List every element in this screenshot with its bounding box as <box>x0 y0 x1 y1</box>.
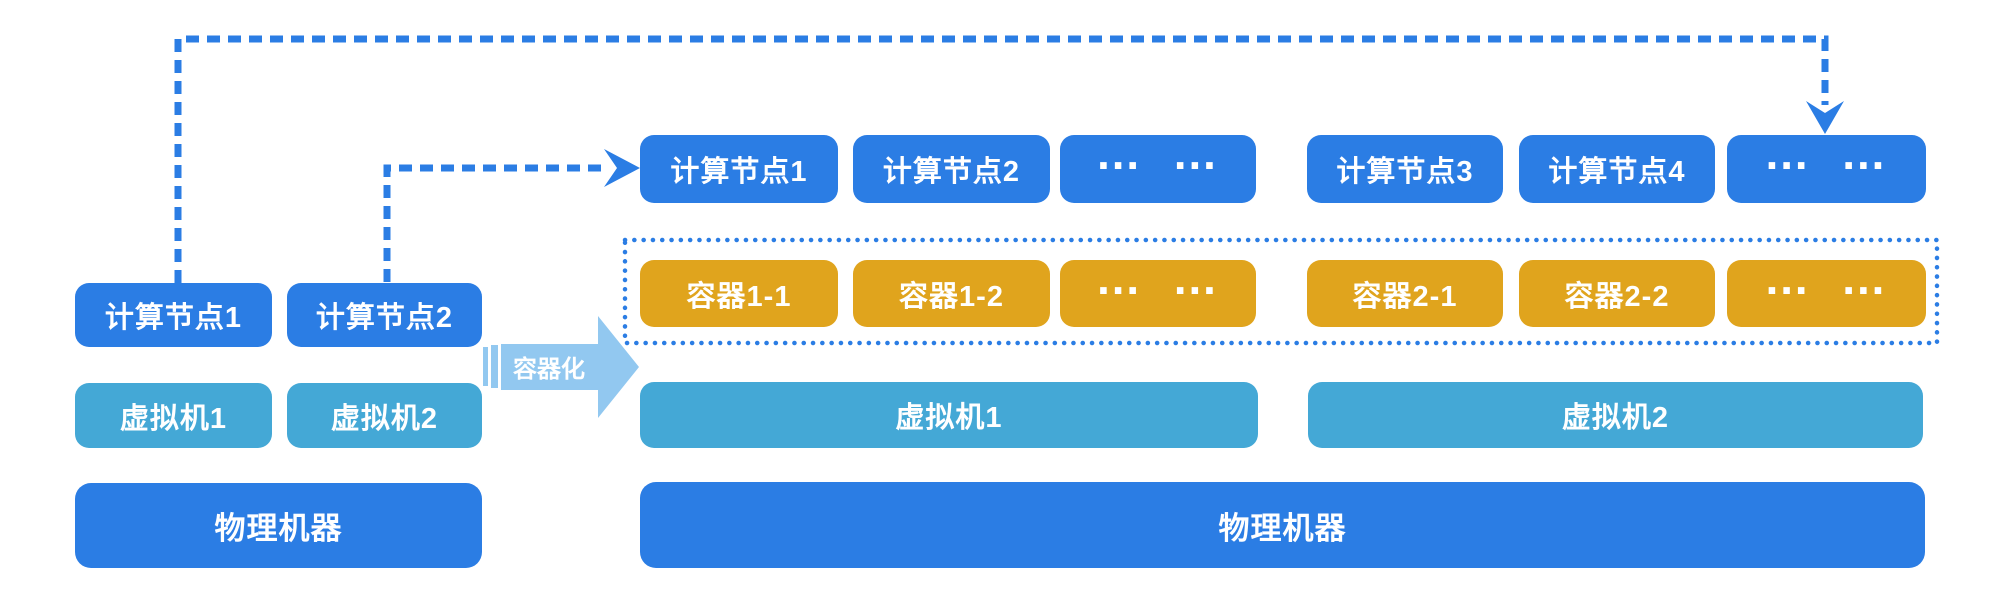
node-compute-after-4: 计算节点4 <box>1519 135 1715 203</box>
node-label: 计算节点4 <box>1548 156 1686 188</box>
containerize-arrow <box>483 316 639 418</box>
node-label: 计算节点2 <box>315 302 454 334</box>
node-compute-before-2: 计算节点2 <box>287 283 482 347</box>
node-label: … … <box>1763 251 1890 304</box>
node-container-2-1: 容器2-1 <box>1307 260 1503 327</box>
arrowhead-down-icon <box>1806 101 1844 134</box>
node-label: 容器1-1 <box>686 280 792 313</box>
node-container-ellipsis-1: … … <box>1060 251 1256 327</box>
node-container-ellipsis-2: … … <box>1727 251 1926 327</box>
node-compute-after-ellipsis-1: … … <box>1060 127 1256 203</box>
node-label: 容器1-2 <box>899 280 1004 313</box>
node-vm-before-1: 虚拟机1 <box>75 383 272 448</box>
node-label: 计算节点1 <box>104 302 243 334</box>
node-compute-after-3: 计算节点3 <box>1307 135 1503 203</box>
containerize-arrow-label: 容器化 <box>513 355 585 383</box>
node-label: 容器2-2 <box>1564 280 1670 313</box>
node-vm-after-2: 虚拟机2 <box>1308 382 1923 448</box>
node-label: … … <box>1763 126 1890 179</box>
node-label: 计算节点3 <box>1336 156 1474 188</box>
node-compute-after-2: 计算节点2 <box>853 135 1050 203</box>
node-label: 虚拟机1 <box>119 402 228 435</box>
node-compute-before-1: 计算节点1 <box>75 283 272 347</box>
node-vm-before-2: 虚拟机2 <box>287 383 482 448</box>
node-label: 容器2-1 <box>1352 280 1458 313</box>
node-compute-after-ellipsis-2: … … <box>1727 127 1926 203</box>
node-label: 虚拟机1 <box>895 402 1003 434</box>
node-label: … … <box>1095 251 1221 304</box>
node-label: 虚拟机2 <box>1561 402 1670 434</box>
node-label: 虚拟机2 <box>330 402 439 435</box>
node-container-1-2: 容器1-2 <box>853 260 1050 327</box>
container-group-dotted-border <box>622 237 1940 346</box>
migration-path-node2 <box>383 149 640 282</box>
node-label: 物理机器 <box>1218 510 1347 546</box>
node-label: 物理机器 <box>214 511 343 546</box>
node-physical-after: 物理机器 <box>640 482 1925 568</box>
node-vm-after-1: 虚拟机1 <box>640 382 1258 448</box>
node-physical-before: 物理机器 <box>75 483 482 568</box>
node-compute-after-1: 计算节点1 <box>640 135 838 203</box>
node-container-2-2: 容器2-2 <box>1519 260 1715 327</box>
arrowhead-right-icon <box>604 149 640 187</box>
migration-path-node1 <box>174 35 1844 283</box>
node-container-1-1: 容器1-1 <box>640 260 838 327</box>
node-label: … … <box>1095 126 1221 179</box>
node-label: 计算节点1 <box>670 156 808 188</box>
node-label: 计算节点2 <box>882 156 1021 188</box>
